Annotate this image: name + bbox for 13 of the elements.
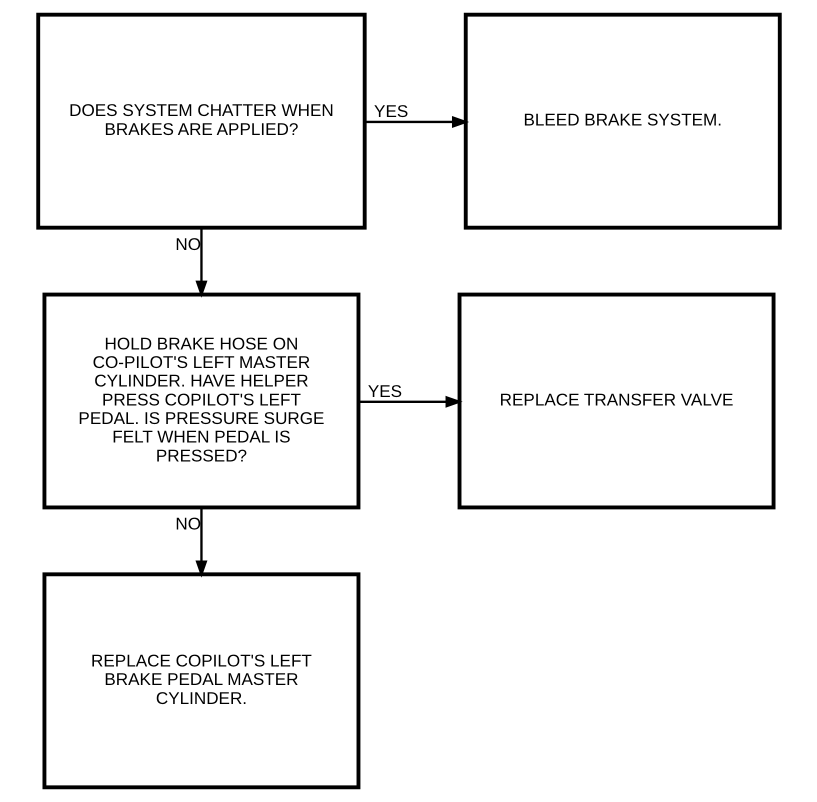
node-box: BLEED BRAKE SYSTEM. — [463, 12, 782, 230]
edge-label: YES — [374, 102, 408, 121]
arrow — [364, 116, 469, 128]
arrow — [194, 508, 207, 578]
node-box: HOLD BRAKE HOSE ON CO-PILOT'S LEFT MASTER CYLINDER. HAVE HELPER PRESS COPILOT'S LEFT PEDAL. IS PRESSURE SURGE FELT WHEN PEDAL IS PRESSED? — [42, 292, 360, 510]
arrow — [358, 396, 462, 408]
edge-label: NO — [174, 234, 201, 254]
edge-label: NO — [174, 514, 201, 534]
edge-label: YES — [367, 382, 402, 401]
node-box: REPLACE TRANSFER VALVE — [457, 292, 775, 510]
node-box: REPLACE COPILOT'S LEFT BRAKE PEDAL MASTER CYLINDER. — [42, 572, 360, 790]
arrow — [194, 228, 207, 298]
node-box: DOES SYSTEM CHATTER WHEN BRAKES ARE APPLIED? — [36, 12, 366, 230]
